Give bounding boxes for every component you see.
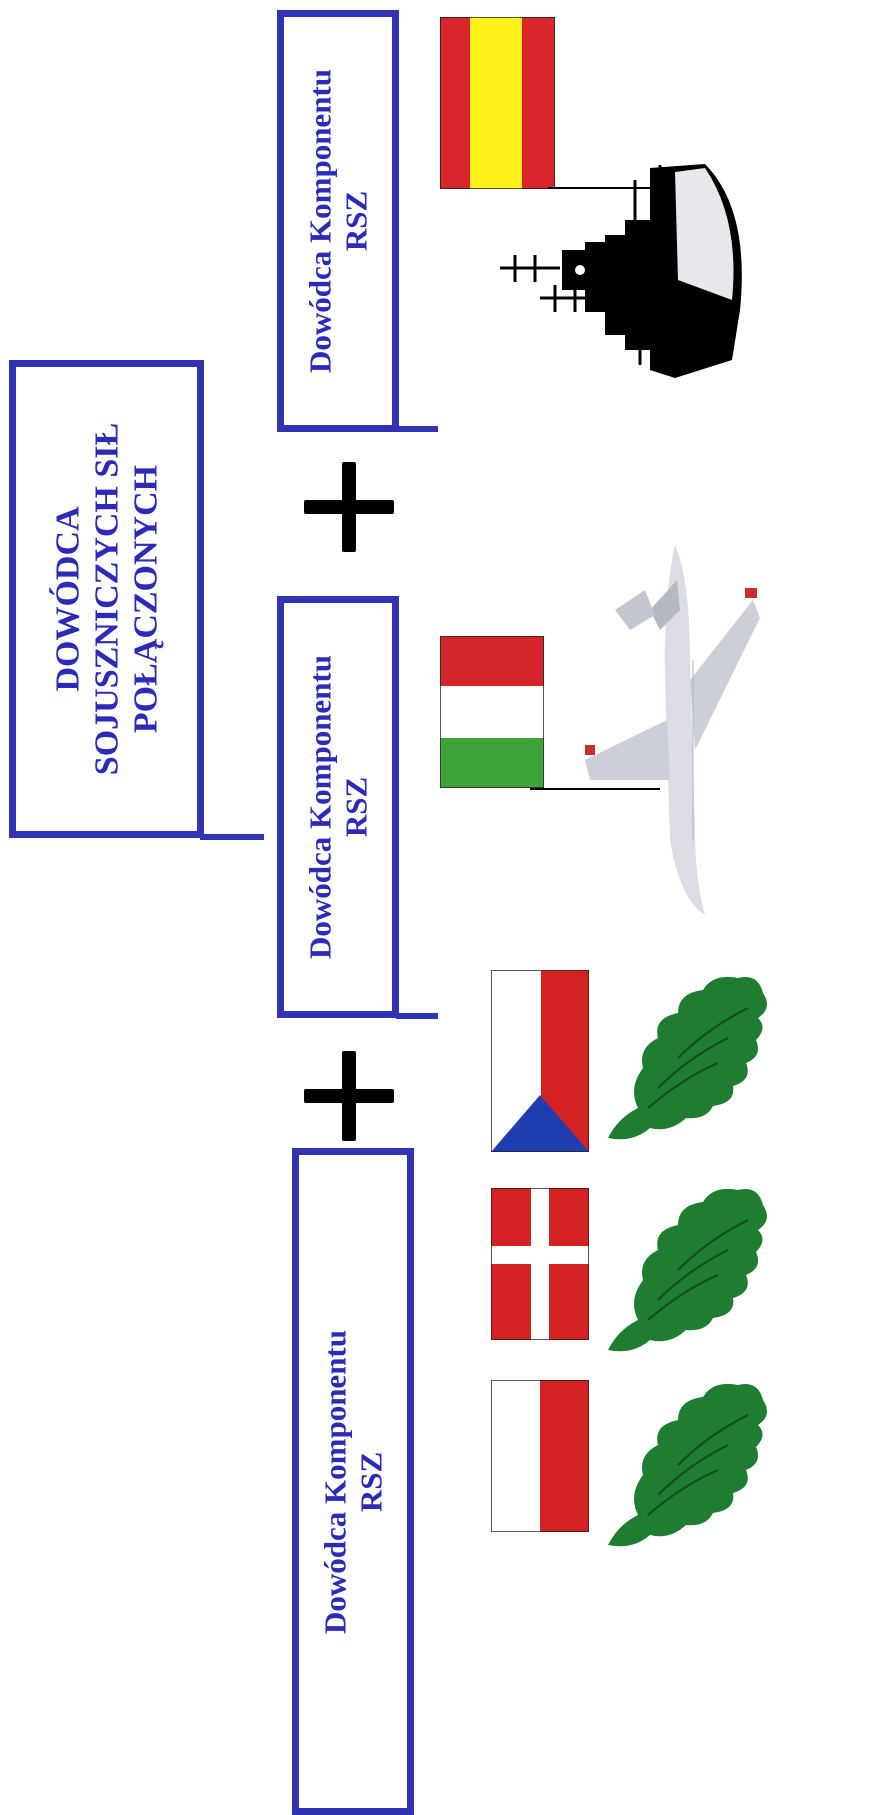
- component-label-land: Dowódca Komponentu RSZ: [317, 1329, 388, 1633]
- component-land-line2: RSZ: [353, 1451, 388, 1512]
- plus-connector-2: [304, 1051, 394, 1141]
- main-commander-label: DOWÓDCA SOJUSZNICZYCH SIŁ POŁĄCZONYCH: [48, 423, 165, 775]
- main-commander-line1: DOWÓDCA: [48, 506, 86, 692]
- component-naval-line2: RSZ: [338, 190, 373, 252]
- component-naval-connector-line: [396, 426, 438, 432]
- soldiers-icon: [608, 976, 767, 1140]
- czech-flag-icon: [491, 970, 589, 1152]
- denmark-flag-icon: [491, 1188, 589, 1340]
- main-box-connector-line: [200, 834, 264, 840]
- component-air-line2: RSZ: [338, 776, 373, 838]
- fighter-jet-icon: [585, 545, 760, 915]
- spain-flag-icon: [440, 17, 555, 189]
- hungary-flag-pole-icon: [530, 788, 660, 790]
- component-box-naval: Dowódca Komponentu RSZ: [277, 10, 399, 432]
- component-air-connector-line: [396, 1013, 438, 1019]
- component-air-line1: Dowódca Komponentu: [302, 654, 338, 960]
- main-commander-line2: SOJUSZNICZYCH SIŁ: [87, 422, 125, 776]
- component-land-line1: Dowódca Komponentu: [317, 1329, 353, 1634]
- component-box-air: Dowódca Komponentu RSZ: [277, 596, 399, 1018]
- component-label-naval: Dowódca Komponentu RSZ: [302, 69, 373, 373]
- component-box-land: Dowódca Komponentu RSZ: [292, 1148, 414, 1815]
- poland-flag-icon: [491, 1380, 589, 1532]
- component-label-air: Dowódca Komponentu RSZ: [302, 655, 373, 959]
- main-commander-line3: POŁĄCZONYCH: [127, 464, 165, 734]
- main-commander-box: DOWÓDCA SOJUSZNICZYCH SIŁ POŁĄCZONYCH: [9, 360, 204, 838]
- warship-icon: [500, 164, 742, 378]
- hungary-flag-icon: [440, 636, 544, 788]
- component-naval-line1: Dowódca Komponentu: [302, 68, 338, 374]
- soldiers-icon: [608, 1188, 767, 1352]
- plus-connector-1: [304, 462, 394, 552]
- soldiers-icon: [608, 1383, 767, 1547]
